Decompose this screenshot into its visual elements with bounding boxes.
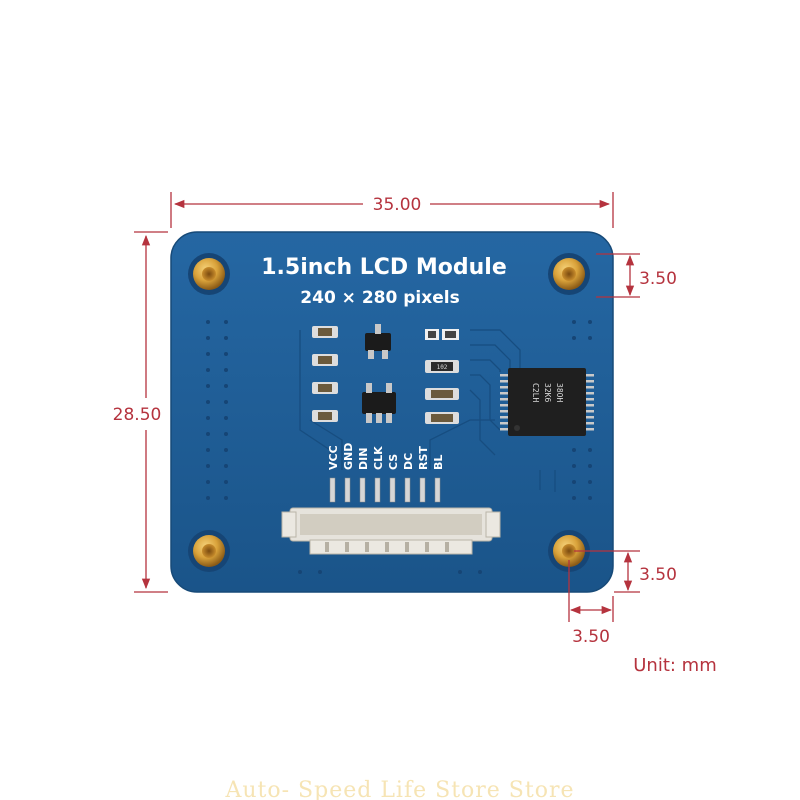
dimension-height-label: 28.50	[113, 405, 162, 425]
pcb-traces	[299, 329, 556, 492]
dimension-height	[134, 231, 168, 593]
smd-capacitors-left	[312, 326, 338, 422]
resistor-marking: 102	[437, 364, 448, 371]
mounting-hole-bottom-left	[188, 530, 230, 572]
pin-label-din: DIN	[357, 448, 370, 470]
chip-marking-line-2: 32K6	[543, 383, 552, 402]
module-title: 1.5inch LCD Module	[261, 255, 507, 280]
dimension-hole-offset-side	[568, 560, 614, 622]
driver-ic-chip: 38OH 32K6 C2LH	[500, 368, 594, 436]
module-resolution: 240 × 280 pixels	[300, 288, 459, 308]
pin-label-gnd: GND	[342, 443, 355, 470]
dimension-hole-offset-bottom	[574, 550, 640, 593]
pin-label-clk: CLK	[372, 446, 385, 470]
connector-pins	[329, 477, 441, 503]
unit-label: Unit: mm	[633, 655, 717, 676]
chip-marking-line-3: C2LH	[531, 383, 540, 402]
chip-marking-line-1: 38OH	[555, 383, 564, 402]
pin-label-dc: DC	[402, 453, 415, 470]
dimension-hole-offset-side-label: 3.50	[572, 627, 610, 647]
transistor-sot23	[365, 324, 391, 359]
via-dots	[206, 320, 592, 574]
pin-label-vcc: VCC	[327, 445, 340, 470]
dimension-hole-offset-bottom-label: 3.50	[639, 565, 677, 585]
dimension-hole-offset-top	[596, 253, 640, 298]
dimension-width	[170, 192, 614, 228]
mounting-hole-bottom-right	[548, 530, 590, 572]
pin-label-bl: BL	[432, 455, 445, 470]
pin-labels: VCC GND DIN CLK CS DC RST BL	[327, 443, 445, 470]
regulator-ic	[362, 383, 396, 423]
watermark-text: Auto- Speed Life Store Store	[224, 778, 574, 800]
pin-header-connector	[281, 507, 501, 555]
dimension-width-label: 35.00	[373, 195, 422, 215]
pin-label-rst: RST	[417, 446, 430, 470]
mounting-hole-top-left	[188, 253, 230, 295]
dimension-hole-offset-top-label: 3.50	[639, 269, 677, 289]
mounting-hole-top-right	[548, 253, 590, 295]
smd-resistors-right: 102	[425, 329, 459, 424]
pin-label-cs: CS	[387, 454, 400, 470]
